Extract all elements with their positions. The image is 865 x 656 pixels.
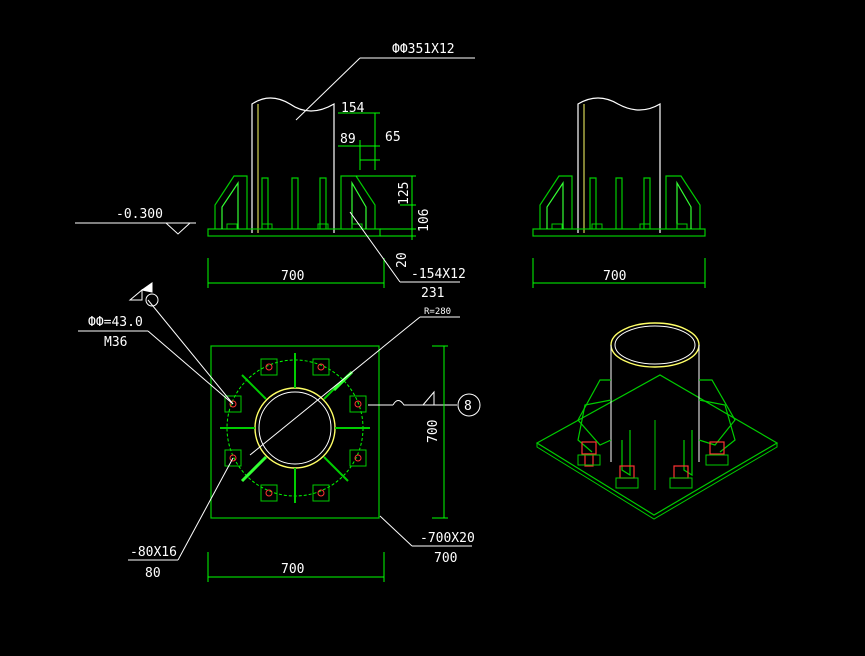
dim-106-label: 106 — [417, 209, 432, 232]
dim-65-label: 65 — [385, 130, 401, 145]
iso-base-plate — [535, 374, 779, 516]
stiffener-spec-label: -154X12 — [411, 267, 466, 282]
bolt-hole-label: ФФ=43.0 — [88, 315, 143, 330]
dim-700-plan-v-label: 700 — [426, 420, 441, 443]
side-base-plate — [532, 228, 706, 237]
plan-view — [78, 282, 481, 582]
dim-154-label: 154 — [341, 101, 365, 116]
iso-pipe-top — [610, 322, 700, 368]
washer-spec-label: -80X16 — [130, 545, 177, 560]
dim-700-front-label: 700 — [281, 269, 304, 284]
base-spec-label: -700X20 — [420, 531, 475, 546]
base-len-label: 700 — [434, 551, 457, 566]
front-elevation — [75, 57, 475, 288]
plan-bolts — [224, 358, 367, 502]
dim-700-plan-h-label: 700 — [281, 562, 304, 577]
pipe-spec-label: ФФ351X12 — [392, 42, 455, 57]
grid-axis-label: 8 — [464, 399, 472, 414]
radius-label: R=280 — [424, 307, 451, 317]
elevation-label: -0.300 — [116, 207, 163, 222]
dim-20-label: 20 — [395, 252, 410, 268]
bolt-spec-label: M36 — [104, 335, 127, 350]
stiffener-len-label: 231 — [421, 286, 444, 301]
side-pipe — [577, 97, 661, 233]
front-stiffener-right — [340, 175, 376, 229]
dim-89-label: 89 — [340, 132, 356, 147]
isometric-view — [535, 322, 779, 520]
iso-bolts — [581, 441, 725, 479]
front-stiffener-left — [214, 175, 248, 229]
front-base-plate — [207, 228, 381, 237]
washer-len-label: 80 — [145, 566, 161, 581]
plan-pipe — [254, 387, 336, 469]
plan-base-plate — [210, 345, 380, 519]
side-elevation — [532, 97, 706, 288]
dim-700-side-label: 700 — [603, 269, 626, 284]
annotations: ФФ351X12 154 89 65 125 106 20 -0.300 700… — [88, 42, 626, 581]
front-pipe — [251, 97, 335, 233]
dim-125-label: 125 — [397, 182, 412, 205]
